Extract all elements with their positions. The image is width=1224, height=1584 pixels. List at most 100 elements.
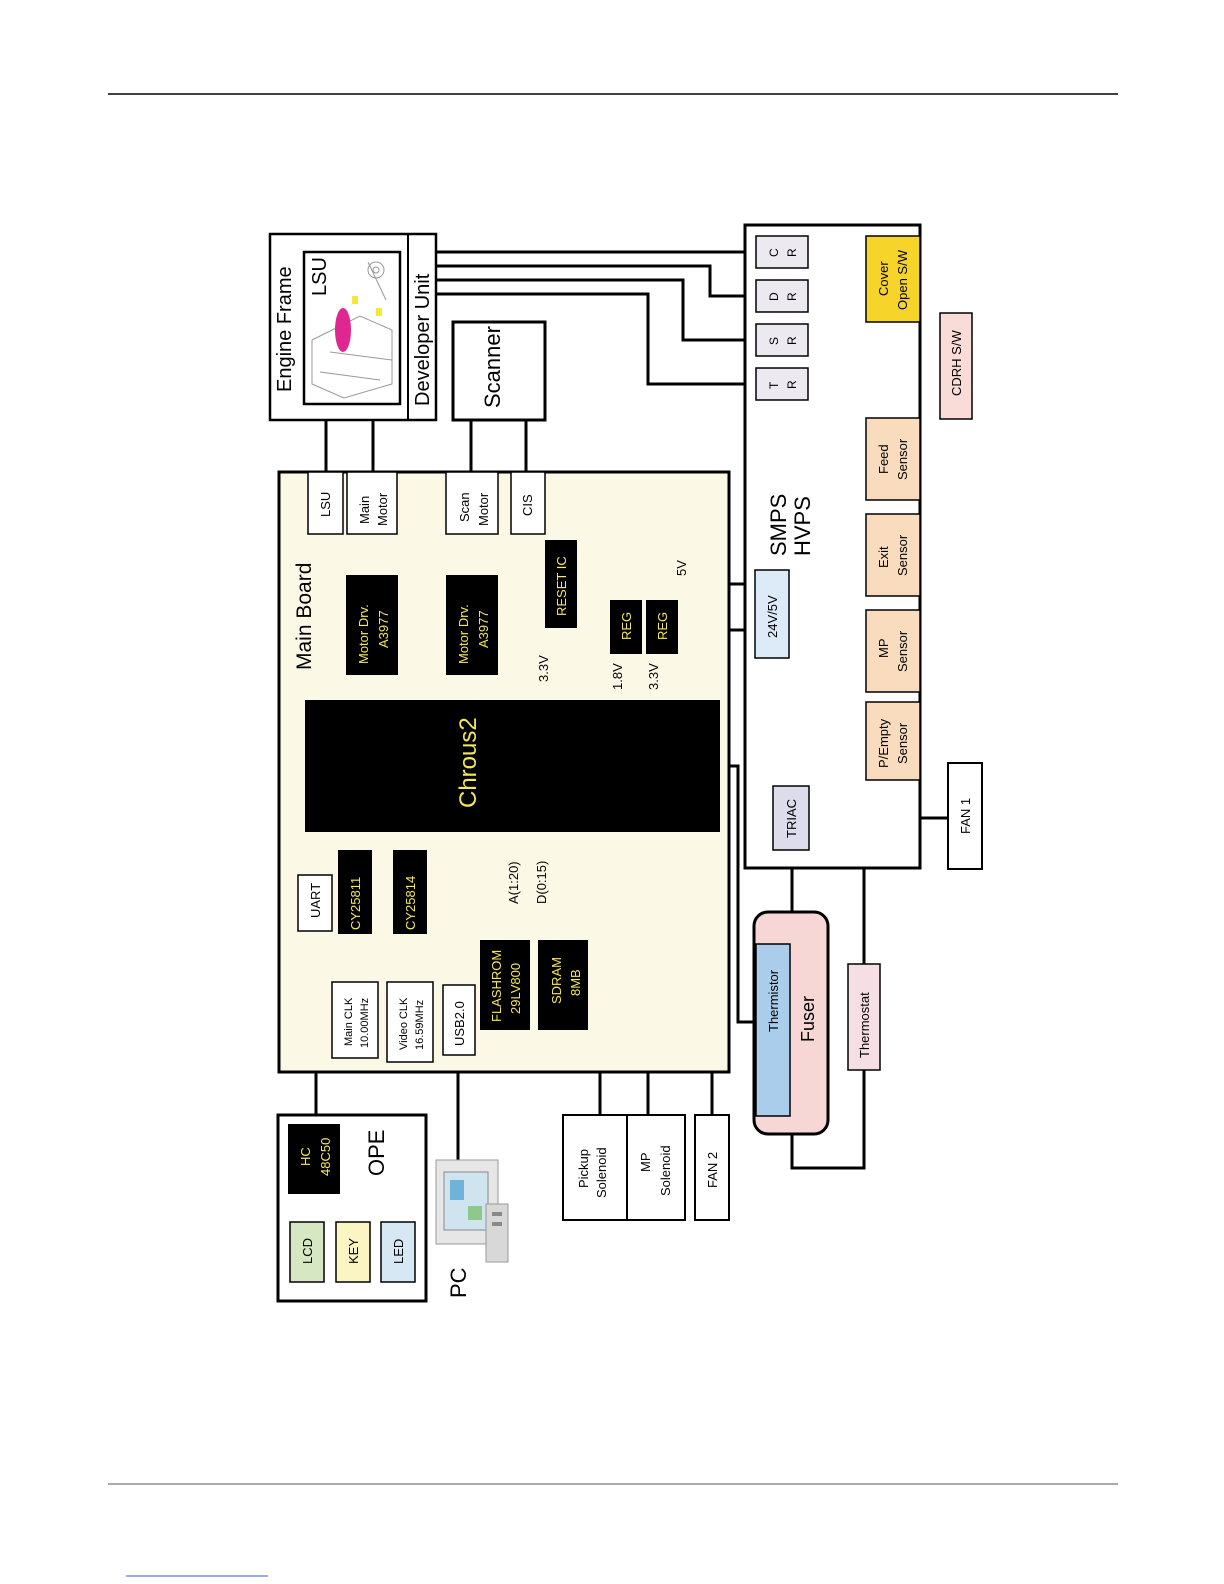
mp-sensor-label-1: MP bbox=[876, 639, 891, 659]
thermostat-label: Thermostat bbox=[857, 992, 872, 1058]
power-24v-5v bbox=[754, 569, 790, 659]
lsu-connector-label: LSU bbox=[318, 492, 333, 517]
lsu-lens-1 bbox=[352, 296, 358, 304]
output-sr bbox=[755, 323, 809, 357]
fan-2-label: FAN 2 bbox=[705, 1152, 720, 1188]
regulator-1 bbox=[610, 600, 642, 654]
video-clock-label-2: 16.59MHz bbox=[414, 1000, 426, 1050]
clock-chip-2 bbox=[393, 850, 427, 934]
feed-sensor-label-1: Feed bbox=[876, 444, 891, 474]
led-label: LED bbox=[391, 1239, 406, 1264]
engine-frame-title: Engine Frame bbox=[274, 266, 296, 392]
scan-motor-label-1: Scan bbox=[457, 492, 472, 522]
mp-solenoid bbox=[626, 1114, 686, 1221]
output-tr-label-1: T bbox=[767, 381, 781, 389]
clock-chip-1 bbox=[338, 850, 372, 934]
output-dr-label-2: R bbox=[785, 292, 799, 301]
smps-hvps: SMPS HVPS C R D R S R T R Cover Open S/W… bbox=[743, 223, 922, 870]
p-empty-sensor-label-2: Sensor bbox=[895, 722, 910, 764]
key bbox=[335, 1221, 371, 1283]
lcd-label: LCD bbox=[300, 1238, 315, 1264]
data-bus-label: D(0:15) bbox=[534, 861, 549, 904]
main-clock-label-2: 10.00MHz bbox=[359, 998, 371, 1048]
cover-open-switch-label-2: Open S/W bbox=[895, 249, 910, 310]
p-empty-sensor-label-1: P/Empty bbox=[876, 718, 891, 768]
flashrom-label-1: FLASHROM bbox=[489, 950, 504, 1022]
p-empty-sensor bbox=[865, 701, 921, 781]
fuser-label: Fuser bbox=[798, 996, 818, 1042]
reset-ic bbox=[545, 540, 577, 628]
pc-computer-icon bbox=[435, 1159, 509, 1263]
main-motor-connector bbox=[346, 471, 398, 535]
exit-sensor-label-2: Sensor bbox=[895, 534, 910, 576]
output-dr bbox=[755, 279, 809, 313]
mp-sensor-label-2: Sensor bbox=[895, 630, 910, 672]
chrous2-cpu-label: Chrous2 bbox=[455, 717, 482, 808]
main-clock-label-1: Main CLK bbox=[343, 997, 355, 1046]
motor-driver-2 bbox=[446, 575, 498, 675]
pickup-solenoid-label-2: Solenoid bbox=[594, 1147, 609, 1198]
ope-panel: HC 48C50 OPE LCD KEY LED bbox=[276, 1113, 428, 1303]
address-bus-label: A(1:20) bbox=[506, 861, 521, 904]
main-board-title: Main Board bbox=[293, 563, 316, 670]
voltage-1v8: 1.8V bbox=[610, 663, 625, 690]
output-tr-label-2: R bbox=[785, 380, 799, 389]
hc-controller bbox=[288, 1124, 340, 1194]
thermostat bbox=[847, 963, 881, 1071]
fan-1-label: FAN 1 bbox=[958, 798, 973, 834]
cis-connector-label: CIS bbox=[520, 494, 535, 516]
motor-driver-2-label-2: A3977 bbox=[476, 610, 491, 648]
uart-connector bbox=[297, 874, 333, 932]
usb-connector bbox=[442, 984, 476, 1056]
regulator-1-label: REG bbox=[619, 612, 634, 640]
fan-2 bbox=[694, 1114, 730, 1221]
cover-open-switch-label-1: Cover bbox=[876, 261, 891, 296]
lsu-mirror-accent bbox=[335, 308, 351, 352]
pickup-solenoid bbox=[562, 1114, 636, 1221]
smps-title-1: SMPS bbox=[766, 494, 791, 556]
sdram-label-2: 8MB bbox=[568, 969, 583, 996]
scanner-label: Scanner bbox=[480, 326, 505, 408]
main-clock bbox=[331, 981, 379, 1059]
ope-title: OPE bbox=[364, 1130, 389, 1176]
feed-sensor-label-2: Sensor bbox=[895, 438, 910, 480]
motor-driver-1-label-1: Motor Drv. bbox=[356, 604, 371, 664]
sdram-label-1: SDRAM bbox=[549, 957, 564, 1004]
pc-label: PC bbox=[446, 1267, 471, 1298]
engine-frame: Engine Frame Developer Unit LSU bbox=[268, 232, 438, 422]
lsu-illustration-box bbox=[302, 250, 402, 406]
regulator-2-label: REG bbox=[655, 612, 670, 640]
output-cr bbox=[755, 235, 809, 269]
clock-chip-2-label: CY25814 bbox=[403, 876, 418, 930]
hc-controller-label-1: HC bbox=[298, 1147, 313, 1166]
flashrom-label-2: 29LV800 bbox=[508, 963, 523, 1014]
flashrom bbox=[480, 940, 530, 1030]
triac bbox=[772, 785, 810, 851]
motor-driver-1 bbox=[346, 575, 398, 675]
cdrh-switch bbox=[939, 312, 973, 420]
clock-chip-1-label: CY25811 bbox=[348, 877, 363, 930]
power-24v-5v-label: 24V/5V bbox=[765, 595, 780, 638]
lsu-label: LSU bbox=[309, 257, 331, 296]
developer-unit-label: Developer Unit bbox=[412, 273, 434, 406]
output-cr-label-2: R bbox=[785, 248, 799, 257]
output-dr-label-1: D bbox=[767, 292, 781, 301]
motor-driver-1-label-2: A3977 bbox=[376, 610, 391, 648]
scan-motor-label-2: Motor bbox=[476, 492, 491, 526]
thermistor-label: Thermistor bbox=[766, 969, 781, 1032]
led bbox=[380, 1221, 416, 1283]
voltage-5v: 5V bbox=[674, 560, 689, 576]
fan-1 bbox=[947, 762, 983, 870]
thermistor bbox=[755, 943, 791, 1117]
lsu-unit-drawing bbox=[311, 261, 393, 399]
main-motor-label-2: Motor bbox=[375, 492, 390, 526]
cover-open-switch bbox=[865, 235, 921, 323]
pc: PC bbox=[435, 1159, 509, 1298]
output-sr-label-1: S bbox=[767, 337, 781, 345]
exit-sensor bbox=[865, 513, 921, 597]
video-clock bbox=[386, 981, 434, 1063]
key-label: KEY bbox=[346, 1238, 361, 1264]
mp-sensor bbox=[865, 609, 921, 693]
fuser: Thermistor Fuser bbox=[752, 910, 830, 1136]
triac-label: TRIAC bbox=[784, 799, 799, 838]
